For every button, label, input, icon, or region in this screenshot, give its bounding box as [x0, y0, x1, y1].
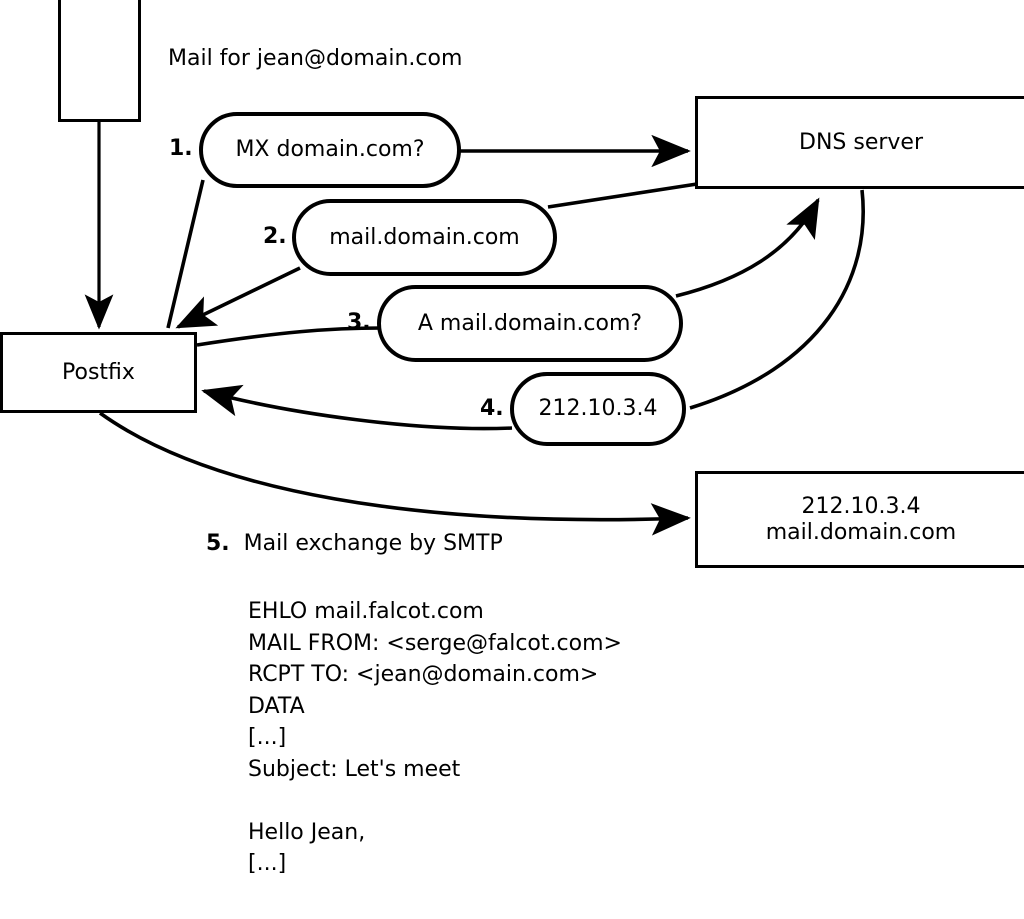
smtp-transcript-line: Subject: Let's meet [248, 756, 461, 782]
connector-dns-to-step2 [547, 182, 698, 209]
smtp-transcript-line: [...] [248, 725, 287, 750]
bubble-step-2[interactable]: mail.domain.com [292, 199, 557, 276]
node-dns-server-label: DNS server [799, 129, 923, 155]
step-number-2: 2. [263, 224, 287, 249]
step-number-3: 3. [347, 310, 371, 335]
connector-postfix-to-mail-server [98, 411, 691, 536]
node-dns-server[interactable]: DNS server [695, 96, 1024, 189]
step-number-5: 5. [206, 531, 230, 556]
connector-step3-to-dns [675, 197, 820, 298]
bubble-step-1[interactable]: MX domain.com? [199, 112, 461, 188]
step-5-row: 5. Mail exchange by SMTP [206, 531, 503, 556]
node-remote-mail-server[interactable]: 212.10.3.4 mail.domain.com [695, 471, 1024, 568]
bubble-step-1-label: MX domain.com? [235, 137, 425, 163]
bubble-step-2-label: mail.domain.com [329, 224, 520, 250]
smtp-transcript-line: EHLO mail.falcot.com [248, 599, 484, 624]
smtp-transcript-line [248, 785, 622, 817]
smtp-transcript-line: . [248, 911, 622, 919]
smtp-transcript-line: [...] [248, 851, 287, 876]
smtp-transcript-line: MAIL FROM: <serge@falcot.com> [248, 630, 622, 656]
caption-mail-for: Mail for jean@domain.com [168, 46, 463, 71]
bubble-step-3-label: A mail.domain.com? [417, 310, 643, 336]
smtp-transcript-line: RCPT TO: <jean@domain.com> [248, 662, 599, 687]
smtp-transcript-line: DATA [248, 693, 305, 719]
bubble-step-3[interactable]: A mail.domain.com? [377, 285, 683, 362]
node-remote-mail-server-label: 212.10.3.4 mail.domain.com [765, 493, 957, 545]
step-number-4: 4. [480, 396, 504, 421]
connector-dns-to-step4 [689, 189, 865, 410]
connector-postfix-to-step3 [196, 326, 383, 347]
node-postfix-label: Postfix [62, 359, 135, 385]
bubble-step-4[interactable]: 212.10.3.4 [510, 372, 686, 446]
node-postfix[interactable]: Postfix [0, 332, 197, 413]
step-5-label: Mail exchange by SMTP [243, 531, 503, 556]
node-mail-user-agent[interactable] [58, 0, 141, 122]
bubble-step-4-label: 212.10.3.4 [538, 396, 658, 422]
step-number-1: 1. [169, 136, 193, 161]
connector-step2-to-postfix [175, 266, 301, 329]
connector-postfix-to-step1 [166, 179, 205, 329]
connector-step4-to-postfix [201, 384, 513, 431]
smtp-transcript-line: Hello Jean, [248, 819, 366, 845]
smtp-transcript-line [248, 880, 622, 912]
